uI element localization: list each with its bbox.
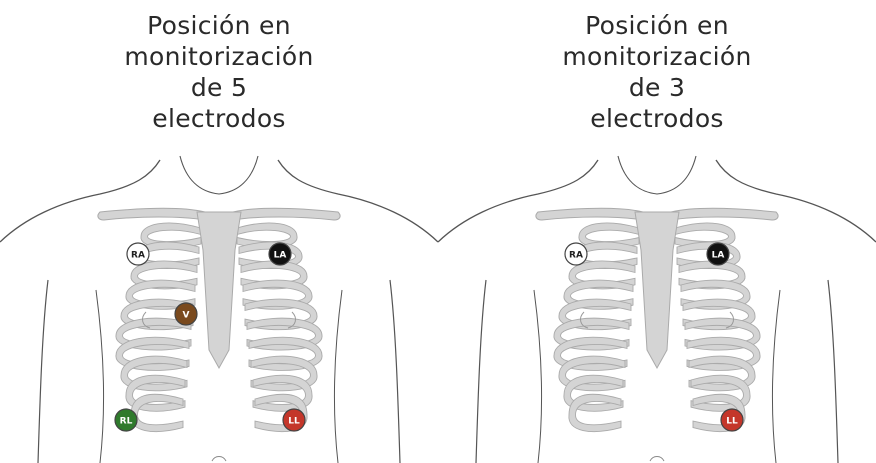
clavicle-left xyxy=(536,208,643,220)
title-line: electrodos xyxy=(0,103,438,134)
electrode-ra: RA xyxy=(127,243,149,265)
sternum xyxy=(635,212,679,368)
electrode-rl: RL xyxy=(115,409,137,431)
sternum xyxy=(197,212,241,368)
neck-outline xyxy=(180,156,258,194)
flank-outline-right xyxy=(773,290,780,463)
title-line: monitorización xyxy=(438,41,876,72)
electrode-ll-label: LL xyxy=(726,417,738,427)
torso-ribcage-figure: RA LA LL xyxy=(438,150,876,463)
anatomy xyxy=(0,156,438,463)
electrode-la: LA xyxy=(707,243,729,265)
electrode-rl-label: RL xyxy=(120,417,133,427)
title-line: de 5 xyxy=(0,72,438,103)
electrode-la-label: LA xyxy=(712,251,725,261)
title-line: electrodos xyxy=(438,103,876,134)
shoulder-outline-left xyxy=(0,160,160,242)
arm-outline-right xyxy=(828,280,838,463)
panel-title: Posición en monitorización de 3 electrod… xyxy=(438,10,876,134)
panel-title: Posición en monitorización de 5 electrod… xyxy=(0,10,438,134)
title-line: Posición en xyxy=(438,10,876,41)
title-line: de 3 xyxy=(438,72,876,103)
shoulder-outline-left xyxy=(438,160,598,242)
electrode-ra: RA xyxy=(565,243,587,265)
torso-ribcage-figure: RA LA V RL LL xyxy=(0,150,438,463)
electrode-la-label: LA xyxy=(274,251,287,261)
arm-outline-left xyxy=(38,280,48,463)
navel xyxy=(212,457,226,462)
flank-outline-left xyxy=(96,290,103,463)
shoulder-outline-right xyxy=(716,160,876,242)
electrode-v: V xyxy=(175,303,197,325)
anatomy xyxy=(438,156,876,463)
clavicle-right xyxy=(671,208,778,220)
arm-outline-right xyxy=(390,280,400,463)
rib xyxy=(131,394,183,431)
navel xyxy=(650,457,664,462)
flank-outline-right xyxy=(335,290,342,463)
electrode-ll: LL xyxy=(283,409,305,431)
electrode-ra-label: RA xyxy=(569,251,583,261)
panel-5-electrodes: Posición en monitorización de 5 electrod… xyxy=(0,0,438,463)
clavicle-right xyxy=(233,208,340,220)
title-line: Posición en xyxy=(0,10,438,41)
electrode-ll: LL xyxy=(721,409,743,431)
electrode-la: LA xyxy=(269,243,291,265)
title-line: monitorización xyxy=(0,41,438,72)
arm-outline-left xyxy=(476,280,486,463)
clavicle-left xyxy=(98,208,205,220)
electrode-ra-label: RA xyxy=(131,251,145,261)
electrode-ll-label: LL xyxy=(288,417,300,427)
rib xyxy=(569,394,621,431)
panel-3-electrodes: Posición en monitorización de 3 electrod… xyxy=(438,0,876,463)
flank-outline-left xyxy=(534,290,541,463)
electrode-v-label: V xyxy=(183,311,190,321)
shoulder-outline-right xyxy=(278,160,438,242)
neck-outline xyxy=(618,156,696,194)
